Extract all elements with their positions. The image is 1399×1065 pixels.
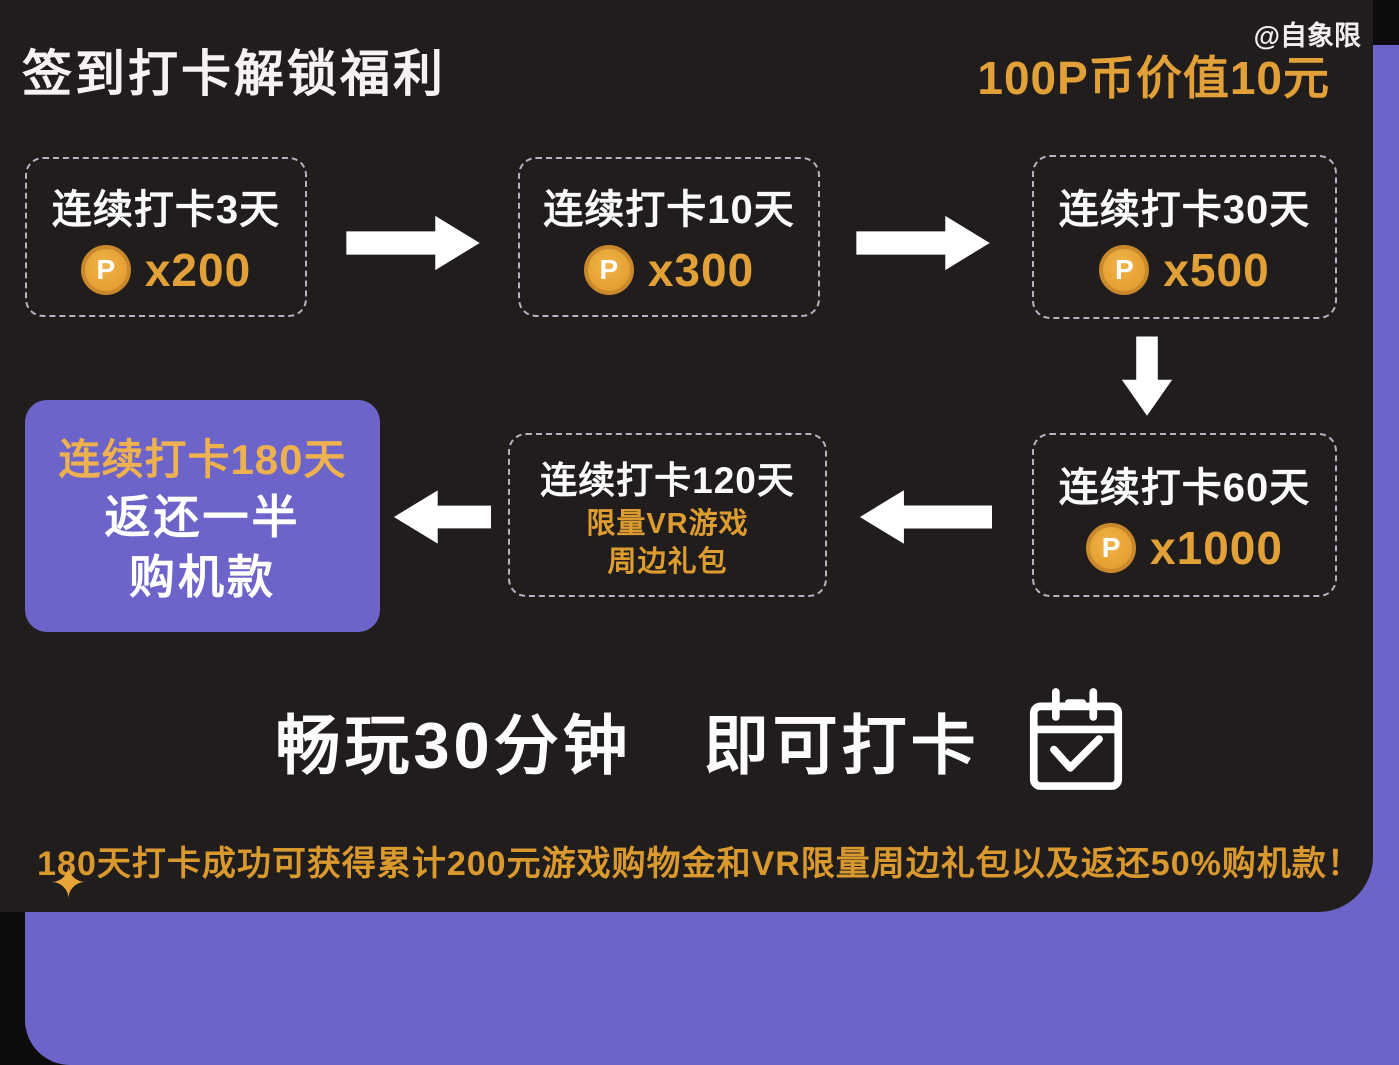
reward-multiplier: x200 (144, 244, 252, 296)
coin-value-note: 100P币价值10元 (977, 52, 1330, 104)
milestone-title: 连续打卡10天 (543, 188, 795, 232)
milestone-title: 连续打卡120天 (540, 459, 795, 501)
milestone-title: 连续打卡60天 (1058, 466, 1311, 510)
coin-letter: P (1101, 532, 1121, 563)
milestone-box-day10: 连续打卡10天 P x300 (518, 157, 820, 317)
coin-letter: P (96, 254, 116, 285)
calendar-check-icon (1029, 688, 1122, 790)
reward-text-line2: 周边礼包 (607, 546, 728, 578)
milestone-title: 连续打卡180天 (58, 436, 347, 483)
arrow-right-icon (346, 214, 482, 272)
reward-row: P x500 (1099, 243, 1269, 297)
milestone-box-day120: 连续打卡120天 限量VR游戏 周边礼包 (508, 433, 827, 597)
arrow-down-icon (1120, 336, 1174, 418)
checkin-cta-row: 畅玩30分钟 即可打卡 (0, 688, 1399, 792)
reward-text-line2: 购机款 (129, 550, 276, 603)
sparkle-icon: ✦ (50, 859, 87, 908)
milestone-box-day3: 连续打卡3天 P x200 (25, 157, 307, 317)
milestone-box-day30: 连续打卡30天 P x500 (1032, 155, 1337, 319)
play-duration-text: 畅玩30分钟 (275, 709, 632, 782)
reward-multiplier: x500 (1163, 244, 1270, 296)
summary-note: 180天打卡成功可获得累计200元游戏购物金和VR限量周边礼包以及返还50%购机… (37, 845, 1362, 883)
p-coin-icon: P (80, 245, 131, 295)
milestone-title: 连续打卡30天 (1058, 188, 1311, 232)
page-title: 签到打卡解锁福利 (22, 46, 446, 102)
reward-row: P x300 (583, 243, 755, 297)
arrow-right-icon (856, 214, 992, 272)
reward-multiplier: x300 (647, 244, 755, 296)
reward-text-line1: 返还一半 (104, 491, 301, 543)
p-coin-icon: P (1099, 245, 1150, 295)
milestone-box-day60: 连续打卡60天 P x1000 (1032, 433, 1337, 597)
milestone-box-day180: 连续打卡180天 返还一半 购机款 (25, 400, 380, 632)
coin-letter: P (599, 254, 619, 285)
p-coin-icon: P (583, 245, 634, 295)
arrow-left-icon (858, 488, 992, 546)
checkin-text: 即可打卡 (703, 709, 980, 782)
milestone-title: 连续打卡3天 (51, 188, 281, 232)
reward-row: P x200 (80, 243, 252, 297)
coin-letter: P (1114, 254, 1134, 285)
watermark: @自象限 (1253, 21, 1361, 51)
reward-row: P x1000 (1086, 521, 1283, 575)
arrow-left-icon (392, 488, 491, 546)
content-layer: 签到打卡解锁福利 100P币价值10元 @自象限 连续打卡3天 P x200 连… (0, 21, 1399, 908)
reward-multiplier: x1000 (1150, 522, 1283, 574)
reward-text-line1: 限量VR游戏 (586, 507, 749, 540)
p-coin-icon: P (1086, 523, 1137, 573)
